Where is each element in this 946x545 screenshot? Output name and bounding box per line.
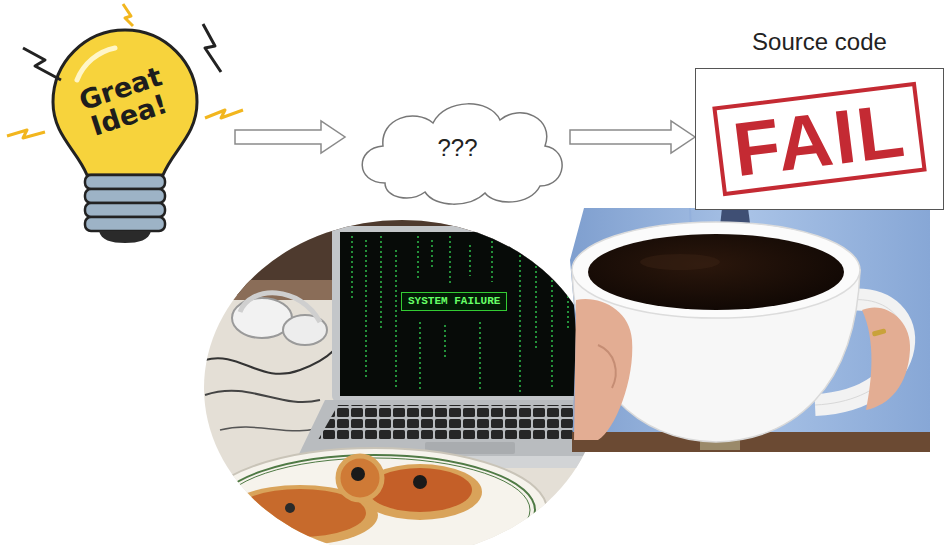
hands-part: [872, 328, 887, 336]
lightbulb-outline-part: [85, 217, 165, 231]
matrix-rain-part: [551, 250, 553, 390]
pizza-plate-part: [351, 467, 365, 481]
lightbulb-node: Great Idea!: [15, 10, 235, 245]
text-holder: SYSTEM FAILURE: [401, 290, 507, 311]
matrix-rain: [352, 236, 582, 392]
screen-label: SYSTEM FAILURE: [401, 292, 507, 311]
lightbulb-outline-part: [85, 175, 165, 189]
source-box: Source codeFAIL: [695, 26, 944, 210]
coffee-cup: [572, 222, 904, 442]
box-heading: Source code: [695, 28, 944, 56]
coffee-cup-part: [588, 234, 844, 310]
cloud-outline-part: [362, 104, 562, 204]
lightbulb-outline-part: [53, 30, 197, 175]
matrix-rain-part: [417, 236, 419, 280]
lightbulb-outline-part: [85, 189, 165, 203]
desk-photo-part: [200, 280, 340, 300]
pizza-plate-part: [413, 475, 427, 489]
text-holder: Source code: [695, 28, 944, 56]
matrix-rain-part: [365, 240, 367, 380]
lightbulb-outline-part: [23, 48, 61, 80]
matrix-rain-part: [491, 236, 493, 282]
pizza-plate-part: [285, 503, 295, 513]
cables-part: [205, 391, 320, 402]
block-arrow: [570, 121, 695, 153]
pizza-plate-part: [338, 456, 382, 500]
lightbulb-outline-part: [77, 48, 115, 80]
pizza-plate-part: [215, 455, 535, 545]
headphones: [232, 293, 327, 345]
cloud-text: ???: [375, 134, 540, 162]
matrix-rain-part: [351, 236, 353, 300]
matrix-rain-part: [469, 245, 471, 276]
matrix-rain-part: [479, 322, 481, 392]
pizza-plate-part: [203, 448, 547, 545]
matrix-rain-part: [567, 236, 569, 330]
hands-part: [574, 299, 632, 440]
lightbulb-outline-part: [85, 203, 165, 217]
code-box-frame: FAIL: [695, 68, 944, 210]
lightbulb-outline-part: [205, 110, 243, 118]
matrix-rain-part: [380, 236, 382, 330]
matrix-rain-part: [519, 240, 521, 392]
hands: [574, 299, 910, 440]
cloud-node: ???: [345, 88, 570, 206]
block-arrow: [235, 121, 345, 153]
matrix-rain-part: [449, 236, 451, 284]
coffee-photo-part: [570, 208, 930, 452]
matrix-rain-part: [431, 240, 433, 270]
matrix-rain-part: [419, 322, 421, 390]
laptop-part: [332, 226, 598, 402]
lightbulb-outline-part: [123, 4, 133, 26]
pizza-plate: [203, 448, 547, 545]
coffee-cup-part: [572, 222, 860, 318]
lightbulb-outline-part: [203, 24, 221, 72]
hands-part: [598, 345, 616, 388]
matrix-rain-part: [444, 325, 446, 360]
lightbulb-outline-part: [7, 130, 45, 138]
coffee-cup-part: [640, 254, 720, 270]
coffee-photo: [570, 208, 930, 452]
text-holder: ???: [375, 134, 540, 162]
headphones-part: [240, 293, 320, 322]
matrix-rain-part: [535, 236, 537, 350]
desk-photo-part: [200, 215, 610, 545]
matrix-rain-part: [395, 250, 397, 390]
laptop-part: [340, 232, 590, 396]
fail-stamp: FAIL: [712, 82, 926, 196]
lightbulb-outline-part: [99, 231, 151, 243]
hands-part: [862, 307, 910, 410]
